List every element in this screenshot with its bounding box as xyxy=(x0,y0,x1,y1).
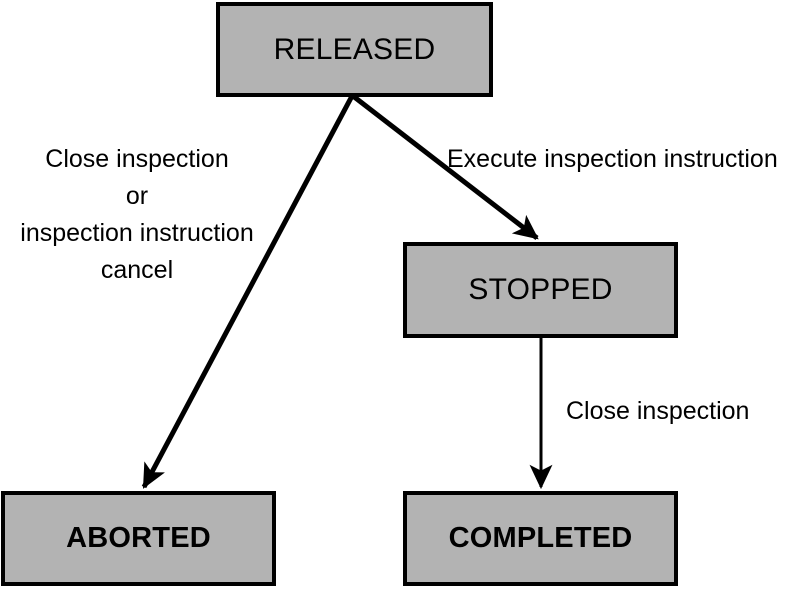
state-node-aborted-label: ABORTED xyxy=(66,522,211,554)
edge-label-line-3: inspection instruction xyxy=(20,219,254,247)
edge-label-line-1: Close inspection xyxy=(45,145,229,173)
state-node-stopped-label: STOPPED xyxy=(468,273,613,306)
state-node-released-label: RELEASED xyxy=(273,32,436,66)
state-node-stopped[interactable]: STOPPED xyxy=(403,242,678,338)
edge-label-line-2: or xyxy=(125,182,149,210)
state-node-released[interactable]: RELEASED xyxy=(216,2,493,97)
edge-label-released-to-aborted: Close inspection or inspection instructi… xyxy=(0,141,274,289)
edge-label-stopped-to-completed: Close inspection xyxy=(566,397,750,425)
state-node-aborted[interactable]: ABORTED xyxy=(1,491,276,586)
edge-label-line-4: cancel xyxy=(100,256,174,284)
state-node-completed-label: COMPLETED xyxy=(448,522,633,554)
state-node-completed[interactable]: COMPLETED xyxy=(403,491,678,586)
edge-label-released-to-stopped: Execute inspection instruction xyxy=(447,145,778,173)
